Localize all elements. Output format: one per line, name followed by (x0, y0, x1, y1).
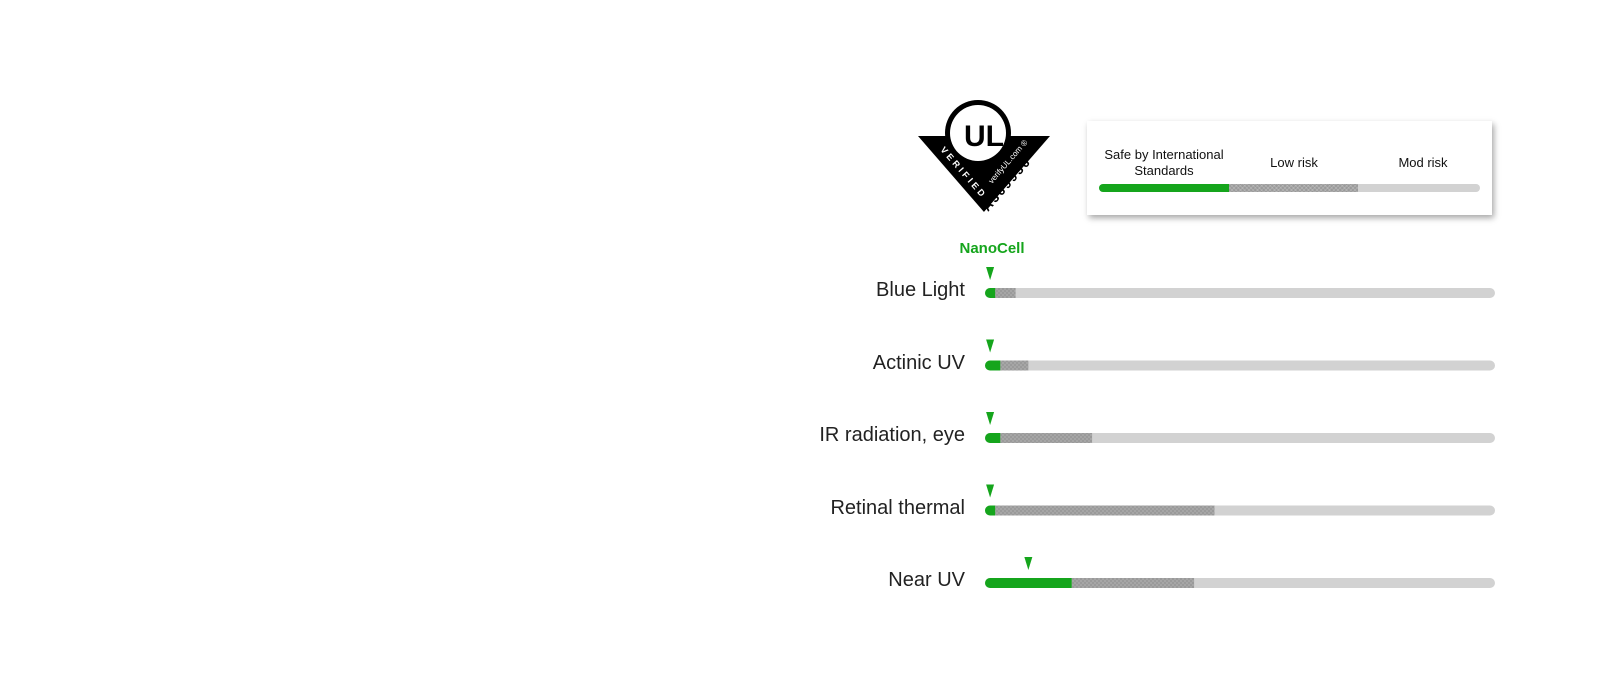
legend-mod-swatch (1358, 184, 1480, 192)
bar-mod-blue-light (985, 288, 1495, 298)
bar-safe-near-uv (985, 578, 1072, 588)
bar-low-ir-radiation-eye (1000, 433, 1093, 443)
legend-safe-label: Safe by International Standards (1104, 147, 1224, 178)
bar-mod-actinic-uv (985, 360, 1495, 371)
marker-blue-light (986, 267, 995, 280)
row-label-ir-radiation-eye: IR radiation, eye (819, 424, 965, 446)
legend-low-label: Low risk (1270, 155, 1318, 170)
row-label-near-uv: Near UV (888, 569, 965, 591)
bar-safe-blue-light (985, 288, 996, 298)
marker-retinal-thermal (986, 484, 995, 498)
product-name-label: NanoCell (959, 240, 1025, 257)
svg-text:UL: UL (964, 120, 1004, 153)
legend-low-swatch (1229, 184, 1358, 192)
marker-near-uv (1024, 557, 1033, 570)
bar-safe-ir-radiation-eye (985, 433, 1001, 443)
bar-low-retinal-thermal (995, 505, 1215, 516)
bar-low-actinic-uv (1000, 360, 1029, 371)
marker-ir-radiation-eye (986, 412, 995, 425)
bar-safe-retinal-thermal (985, 505, 996, 516)
legend-card: Safe by International Standards Low risk… (1087, 121, 1492, 215)
row-label-retinal-thermal: Retinal thermal (830, 496, 965, 519)
marker-actinic-uv (986, 339, 995, 353)
legend-mod-label: Mod risk (1398, 155, 1448, 170)
legend-safe-swatch (1099, 184, 1229, 192)
row-label-actinic-uv: Actinic UV (872, 351, 965, 374)
bar-low-near-uv (1071, 578, 1195, 588)
bar-safe-actinic-uv (985, 360, 1001, 371)
bar-mod-ir-radiation-eye (985, 433, 1495, 443)
bar-low-blue-light (995, 288, 1016, 298)
ul-logo-icon: UL VERIFIED verifyUL.com ® A369956 (918, 100, 1050, 218)
ul-verified-badge: UL VERIFIED verifyUL.com ® A369956 (918, 100, 1054, 218)
row-label-blue-light: Blue Light (876, 279, 965, 301)
